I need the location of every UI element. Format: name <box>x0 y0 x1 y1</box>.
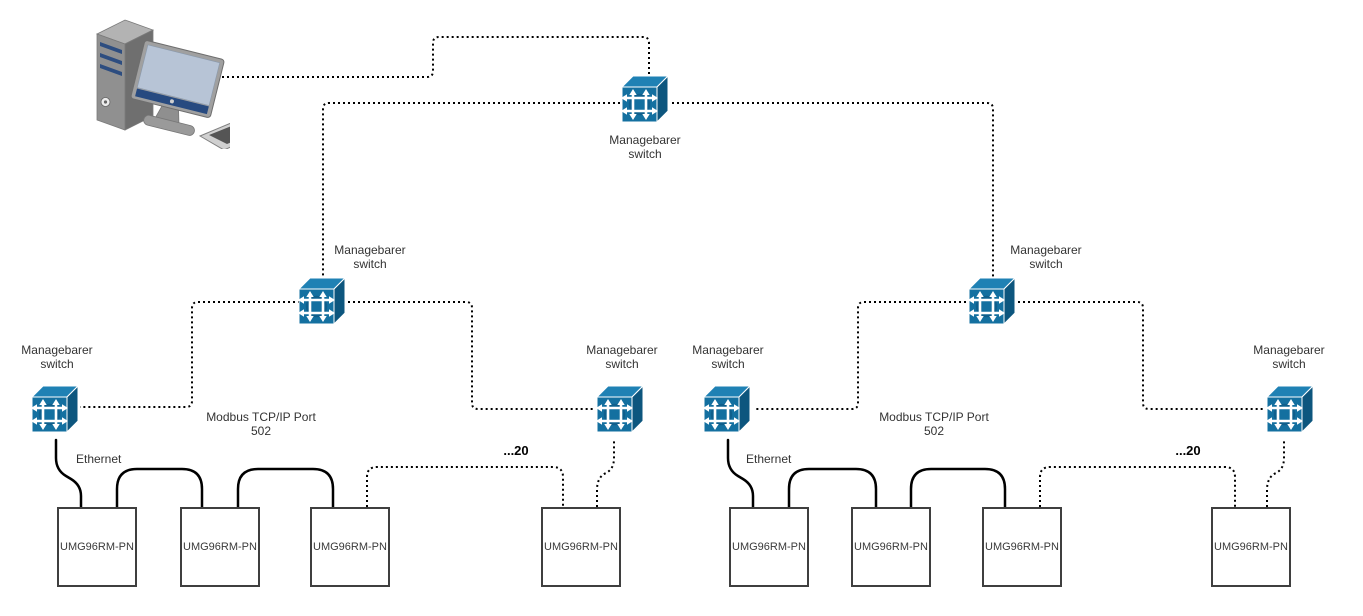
switch-label: Managebarer switch <box>1010 243 1082 272</box>
switch-cluster-right-edge-left <box>699 384 755 440</box>
switch-label: Managebarer switch <box>1253 343 1325 372</box>
ethernet-right-device1-to-device2 <box>787 467 878 509</box>
workstation-icon <box>95 19 230 149</box>
switch-label: Managebarer switch <box>609 133 681 162</box>
link-pc-to-top-switch <box>222 36 650 86</box>
switch-label: Managebarer switch <box>21 343 93 372</box>
ethernet-label-left: Ethernet <box>76 452 122 466</box>
switch-label: Managebarer switch <box>692 343 764 372</box>
link-left-switch-to-far-left-switch <box>80 301 300 408</box>
link-right-switch-to-cluster-right-left-switch <box>754 301 966 410</box>
monitor <box>130 40 225 136</box>
ethernet-left-device1-to-device2 <box>115 467 204 509</box>
link-top-switch-to-left-switch <box>322 102 620 287</box>
switch-backbone-right <box>964 276 1020 332</box>
ethernet-left-switch-to-device1 <box>54 438 83 509</box>
link-left-device3-to-device4 <box>366 466 564 507</box>
switch-backbone-left <box>294 276 350 332</box>
modbus-label-left: Modbus TCP/IP Port 502 <box>206 410 316 439</box>
device-box: UMG96RM-PN <box>982 507 1062 587</box>
ethernet-label-right: Ethernet <box>746 452 792 466</box>
device-box: UMG96RM-PN <box>310 507 390 587</box>
keyboard <box>198 122 230 149</box>
ethernet-left-device2-to-device3 <box>236 467 335 509</box>
ethernet-right-device2-to-device3 <box>909 467 1007 509</box>
device-box: UMG96RM-PN <box>1211 507 1291 587</box>
device-box: UMG96RM-PN <box>851 507 931 587</box>
link-right-device3-to-device4 <box>1039 466 1236 507</box>
device-box: UMG96RM-PN <box>729 507 809 587</box>
link-left-device4-to-edge-switch <box>596 439 615 507</box>
switch-backbone-top <box>617 74 673 130</box>
ethernet-right-switch-to-device1 <box>726 438 755 509</box>
switch-label: Managebarer switch <box>334 243 406 272</box>
more-devices-label-right: ...20 <box>1175 443 1201 458</box>
switch-label: Managebarer switch <box>586 343 658 372</box>
modbus-label-right: Modbus TCP/IP Port 502 <box>879 410 989 439</box>
more-devices-label-left: ...20 <box>503 443 529 458</box>
switch-cluster-left-edge-left <box>27 384 83 440</box>
link-right-switch-to-far-right-switch <box>1018 301 1264 410</box>
device-box: UMG96RM-PN <box>180 507 260 587</box>
switch-cluster-left-edge-right <box>592 384 648 440</box>
link-top-switch-to-right-switch <box>672 102 994 287</box>
device-box: UMG96RM-PN <box>57 507 137 587</box>
link-left-switch-to-cluster-left-right-switch <box>348 301 594 410</box>
link-right-device4-to-edge-switch <box>1266 439 1285 507</box>
device-box: UMG96RM-PN <box>541 507 621 587</box>
switch-cluster-right-edge-right <box>1262 384 1318 440</box>
